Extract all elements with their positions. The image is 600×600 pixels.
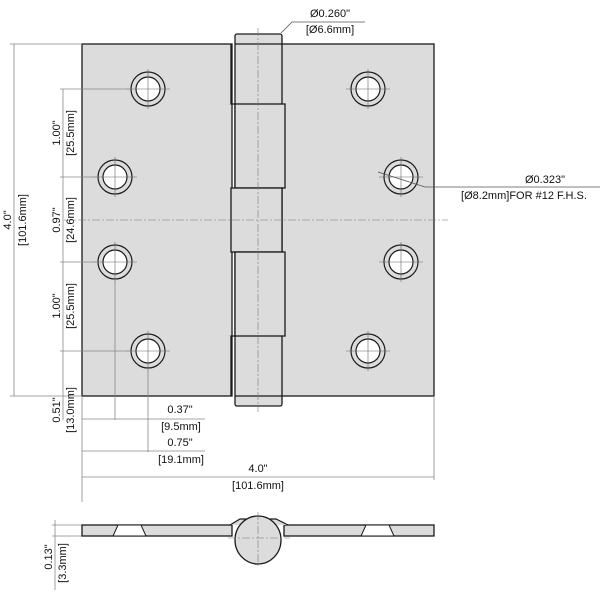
screw-hole-mm: [Ø8.2mm]FOR #12 F.H.S. [461, 190, 587, 202]
screw-hole [346, 331, 390, 371]
pin-diameter-inch: Ø0.260" [310, 8, 350, 20]
outer-offset-inch: 0.75" [167, 437, 192, 449]
screw-hole-leader [377, 171, 600, 188]
labels: Ø0.260" [Ø6.6mm] Ø0.323" [Ø8.2mm]FOR #12… [2, 8, 587, 583]
hole-spacing-top-mm: [25.5mm] [65, 110, 77, 156]
screw-hole [379, 242, 423, 282]
screw-hole [379, 157, 423, 197]
pin-diameter-mm: [Ø6.6mm] [306, 24, 354, 36]
pin-leader [280, 21, 365, 34]
countersink-left [112, 524, 147, 537]
bottom-offset-mm: [13.0mm] [65, 387, 77, 433]
inner-offset-mm: [9.5mm] [161, 421, 201, 433]
overall-height-inch: 4.0" [2, 210, 14, 229]
countersink-right [360, 524, 395, 537]
screw-hole [126, 69, 170, 109]
bottom-offset-inch: 0.51" [51, 397, 63, 422]
outer-offset-mm: [19.1mm] [158, 454, 204, 466]
screw-hole [346, 69, 390, 109]
hole-spacing-bottom-inch: 1.00" [51, 293, 63, 318]
overall-width-inch: 4.0" [248, 463, 267, 475]
front-view [64, 28, 448, 412]
screw-holes-left [93, 69, 170, 371]
screw-holes-right [346, 69, 423, 371]
hole-spacing-top-inch: 1.00" [51, 120, 63, 145]
hole-spacing-middle-mm: [24.6mm] [65, 197, 77, 243]
dimension-lines [10, 43, 435, 590]
leader-lines [280, 21, 600, 188]
screw-hole-inch: Ø0.323" [525, 174, 565, 186]
hole-spacing-bottom-mm: [25.5mm] [65, 283, 77, 329]
overall-width-mm: [101.6mm] [232, 480, 284, 492]
overall-height-mm: [101.6mm] [17, 194, 29, 246]
inner-offset-inch: 0.37" [167, 404, 192, 416]
side-view [81, 512, 435, 566]
hole-spacing-middle-inch: 0.97" [51, 207, 63, 232]
screw-hole [93, 157, 137, 197]
thickness-mm: [3.3mm] [57, 543, 69, 583]
screw-hole [126, 331, 170, 371]
thickness-inch: 0.13" [43, 544, 55, 569]
